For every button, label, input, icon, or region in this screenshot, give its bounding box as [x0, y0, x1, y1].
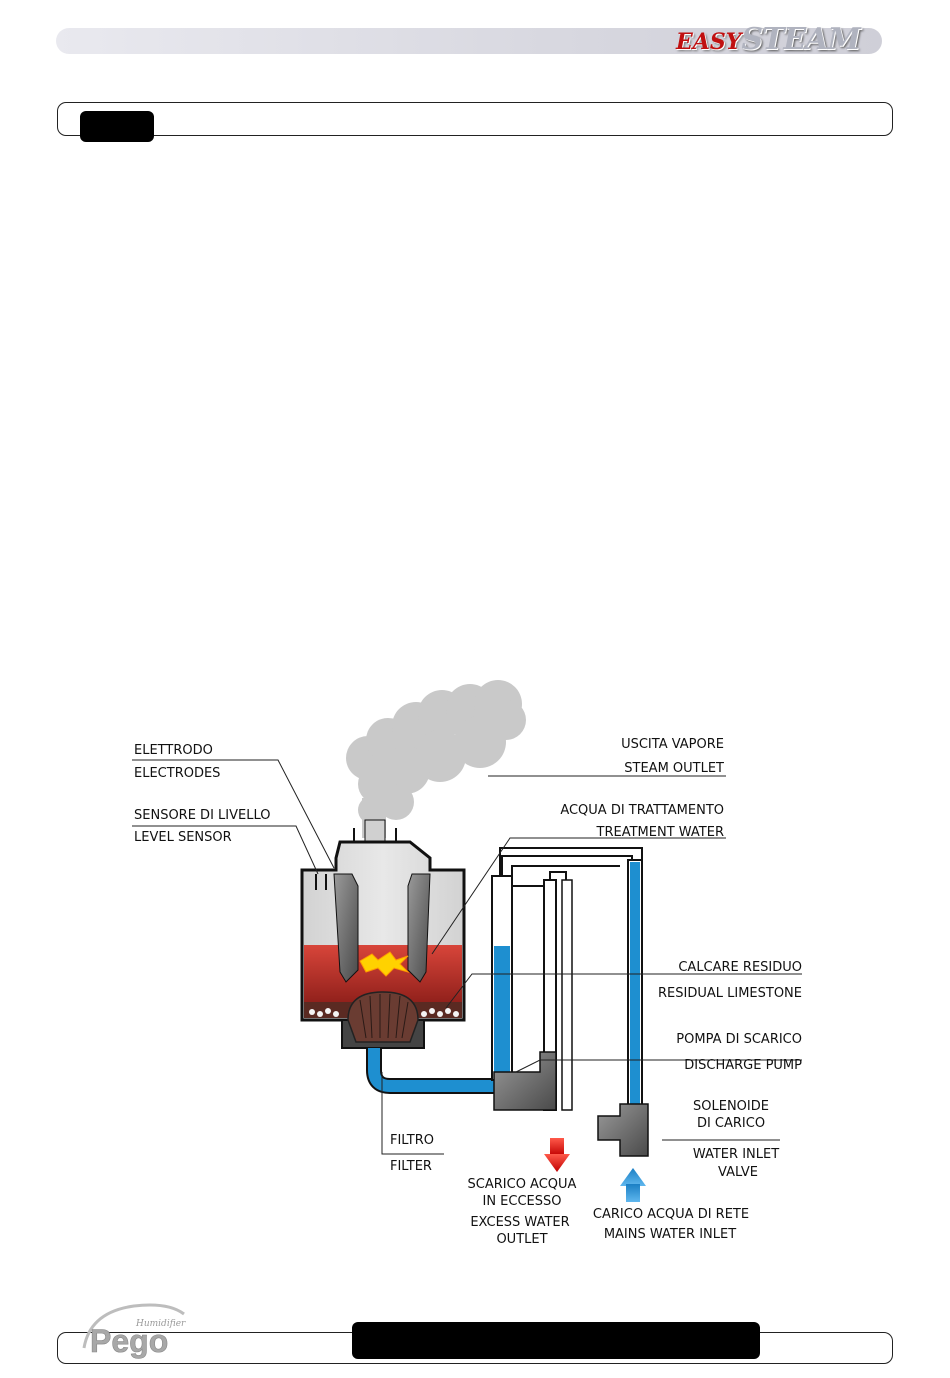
discharge-pump — [493, 1051, 557, 1111]
label-mains-it: CARICO ACQUA DI RETE — [593, 1207, 749, 1222]
header-bar — [56, 28, 882, 54]
label-pump-it: POMPA DI SCARICO — [676, 1032, 802, 1047]
label-level-sensor-it: SENSORE DI LIVELLO — [134, 808, 270, 823]
boiler-cylinder — [300, 840, 466, 1049]
label-excess-en-1: EXCESS WATER — [470, 1215, 569, 1230]
label-solenoid-it-2: DI CARICO — [697, 1116, 765, 1131]
label-solenoid-en-2: VALVE — [718, 1165, 758, 1180]
label-filter-it: FILTRO — [390, 1133, 434, 1148]
label-excess-it-1: SCARICO ACQUA — [468, 1177, 577, 1192]
label-excess-en-2: OUTLET — [496, 1232, 547, 1247]
water-inlet-valve — [597, 1103, 649, 1157]
steam-cloud — [346, 680, 526, 838]
label-filter-en: FILTER — [390, 1159, 432, 1174]
excess-outlet-arrow — [544, 1138, 570, 1172]
pego-logo-main: Pego — [90, 1323, 168, 1359]
section-title-frame — [57, 102, 893, 136]
section-number-tab — [80, 111, 154, 142]
steam-humidifier-diagram: ELETTRODO ELECTRODES SENSORE DI LIVELLO … — [132, 680, 802, 1247]
label-treatment-water-en: TREATMENT WATER — [596, 825, 724, 840]
label-electrode-it: ELETTRODO — [134, 743, 213, 758]
brand-easy: EASY — [676, 29, 742, 55]
mains-inlet-arrow — [620, 1168, 646, 1202]
label-solenoid-en-1: WATER INLET — [693, 1147, 779, 1162]
electrodes — [333, 873, 431, 983]
label-level-sensor-en: LEVEL SENSOR — [134, 830, 232, 845]
label-excess-it-2: IN ECCESSO — [482, 1194, 561, 1209]
leader-lines — [132, 759, 802, 1155]
label-treatment-water-it: ACQUA DI TRATTAMENTO — [560, 803, 724, 818]
brand-logo: EASYSTEAM — [676, 22, 881, 58]
label-limestone-it: CALCARE RESIDUO — [678, 960, 802, 975]
label-solenoid-it-1: SOLENOIDE — [693, 1099, 769, 1114]
label-mains-en: MAINS WATER INLET — [604, 1227, 736, 1242]
water-piping — [366, 847, 643, 1111]
label-limestone-en: RESIDUAL LIMESTONE — [658, 986, 802, 1001]
brand-steam: STEAM — [741, 22, 860, 57]
pego-logo-small: Humidifier — [135, 1319, 186, 1329]
label-steam-outlet-it: USCITA VAPORE — [621, 737, 724, 752]
level-sensor — [315, 874, 327, 890]
label-pump-en: DISCHARGE PUMP — [684, 1058, 802, 1073]
footer-tab — [352, 1322, 760, 1359]
label-electrode-en: ELECTRODES — [134, 766, 220, 781]
label-steam-outlet-en: STEAM OUTLET — [624, 761, 724, 776]
pego-logo: Humidifier Pego — [82, 1303, 186, 1359]
